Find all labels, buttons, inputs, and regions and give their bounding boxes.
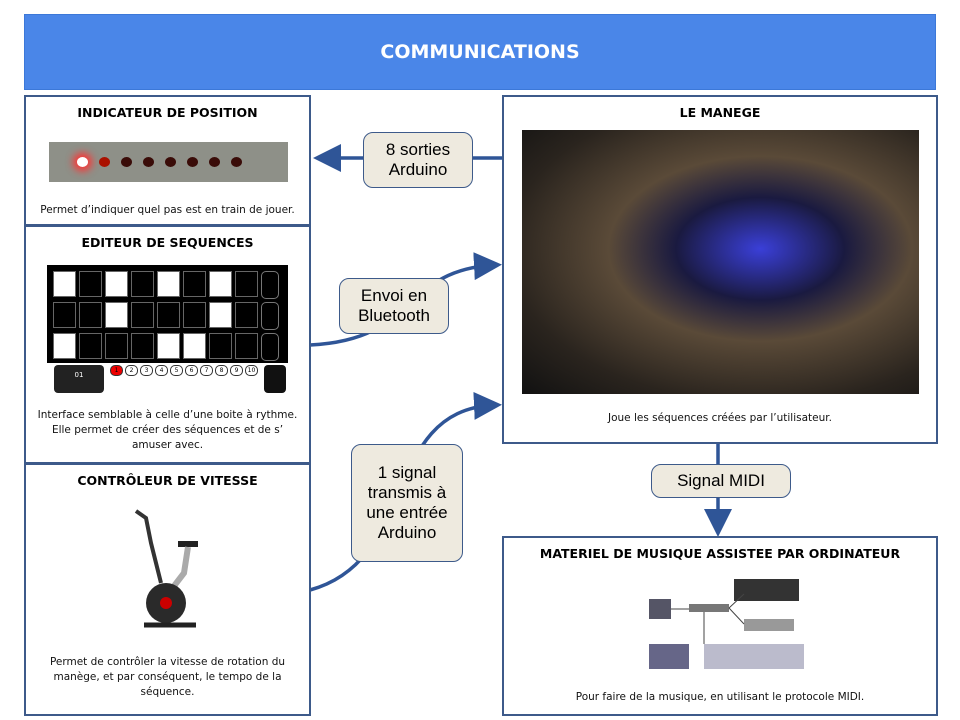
step-button[interactable]: 8	[215, 365, 228, 376]
led	[77, 157, 88, 167]
sequence-cell[interactable]	[157, 333, 180, 359]
sequence-cell[interactable]	[53, 333, 76, 359]
label-midi: Signal MIDI	[651, 464, 791, 498]
sequence-cell[interactable]	[209, 271, 232, 297]
sequence-cell[interactable]	[235, 333, 258, 359]
sequence-cell[interactable]	[79, 333, 102, 359]
sequence-cell[interactable]	[157, 302, 180, 328]
sequence-cell[interactable]	[53, 271, 76, 297]
panel-desc: Pour faire de la musique, en utilisant l…	[575, 691, 865, 703]
step-button[interactable]: 2	[125, 365, 138, 376]
step-button[interactable]: 4	[155, 365, 168, 376]
sequence-cell[interactable]	[79, 271, 102, 297]
sequence-cell[interactable]	[235, 271, 258, 297]
step-button[interactable]: 5	[170, 365, 183, 376]
sequence-cell[interactable]	[131, 302, 154, 328]
panel-title: MATERIEL DE MUSIQUE ASSISTEE PAR ORDINAT…	[539, 546, 901, 561]
label-signal: 1 signal transmis à une entrée Arduino	[351, 444, 463, 562]
sequence-cell[interactable]	[235, 302, 258, 328]
mute-button[interactable]	[261, 271, 279, 299]
label-bluetooth: Envoi en Bluetooth	[339, 278, 449, 334]
sequencer-grid	[47, 265, 288, 363]
sequence-cell[interactable]	[209, 333, 232, 359]
step-button[interactable]: 3	[140, 365, 153, 376]
led	[165, 157, 176, 167]
panel-title: CONTRÔLEUR DE VITESSE	[77, 473, 258, 488]
panel-mao: MATERIEL DE MUSIQUE ASSISTEE PAR ORDINAT…	[502, 536, 938, 716]
transport-buttons	[264, 365, 286, 393]
sequence-cell[interactable]	[105, 302, 128, 328]
led-strip-photo	[49, 142, 288, 182]
sequence-cell[interactable]	[131, 333, 154, 359]
panel-desc: Joue les séquences créées par l’utilisat…	[608, 412, 832, 424]
step-button[interactable]: 10	[245, 365, 258, 376]
panel-desc: Interface semblable à celle d’une boite …	[37, 409, 298, 451]
label-outputs: 8 sorties Arduino	[363, 132, 473, 188]
panel-title: INDICATEUR DE POSITION	[77, 105, 258, 120]
sequence-cell[interactable]	[79, 302, 102, 328]
panel-desc: Permet de contrôler la vitesse de rotati…	[49, 656, 286, 698]
panel-title: EDITEUR DE SEQUENCES	[81, 235, 254, 250]
led	[121, 157, 132, 167]
sequence-cell[interactable]	[209, 302, 232, 328]
led	[209, 157, 220, 167]
bank-selector: 01	[54, 365, 104, 393]
step-button[interactable]: 1	[110, 365, 123, 376]
panel-position: INDICATEUR DE POSITION Permet d’indiquer…	[24, 95, 311, 226]
header-title: COMMUNICATIONS	[24, 14, 936, 90]
sequence-cell[interactable]	[183, 333, 206, 359]
sequence-cell[interactable]	[183, 302, 206, 328]
panel-title: LE MANEGE	[679, 105, 761, 120]
sequence-cell[interactable]	[131, 271, 154, 297]
sequence-cell[interactable]	[53, 302, 76, 328]
exercise-bike-image	[134, 509, 198, 628]
led	[143, 157, 154, 167]
sequence-cell[interactable]	[183, 271, 206, 297]
panel-manege: LE MANEGE Joue les séquences créées par …	[502, 95, 938, 444]
step-button[interactable]: 7	[200, 365, 213, 376]
mute-button[interactable]	[261, 333, 279, 361]
step-button[interactable]: 9	[230, 365, 243, 376]
step-button[interactable]: 6	[185, 365, 198, 376]
midi-setup-diagram	[649, 579, 804, 669]
manege-photo	[522, 130, 919, 394]
led	[187, 157, 198, 167]
led	[99, 157, 110, 167]
bank-value: 01	[74, 371, 84, 379]
mute-button[interactable]	[261, 302, 279, 330]
sequence-cell[interactable]	[105, 333, 128, 359]
panel-desc: Permet d’indiquer quel pas est en train …	[40, 204, 295, 216]
sequence-cell[interactable]	[157, 271, 180, 297]
panel-speed: CONTRÔLEUR DE VITESSE Permet de contrôle…	[24, 463, 311, 716]
sequence-cell[interactable]	[105, 271, 128, 297]
led	[231, 157, 242, 167]
